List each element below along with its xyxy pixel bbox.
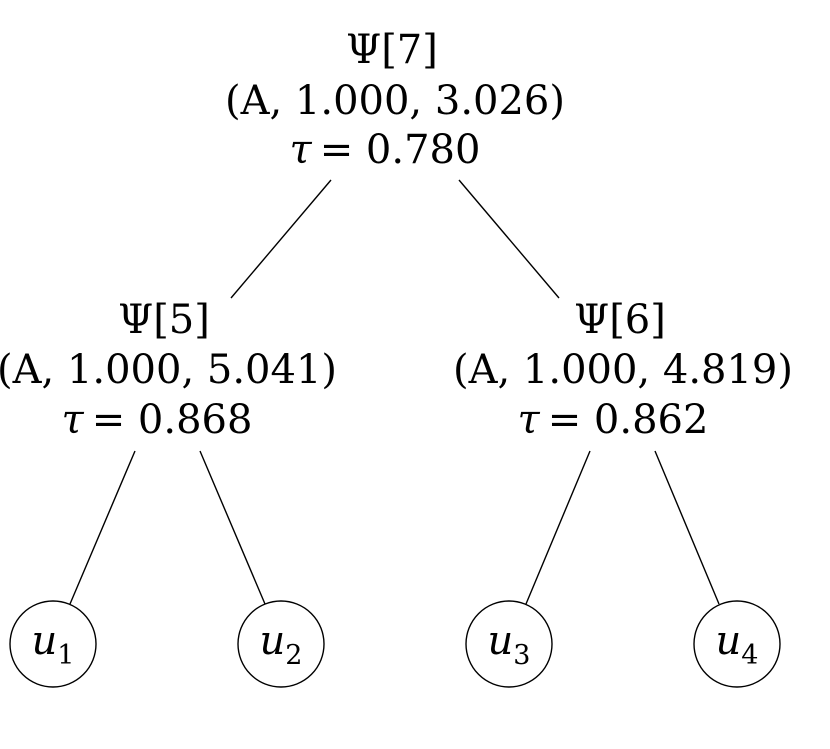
leaf-u1: u1 bbox=[9, 600, 97, 688]
leaf-var: u bbox=[260, 618, 286, 664]
leaf-index: 1 bbox=[57, 640, 74, 671]
leaf-circle bbox=[693, 600, 781, 688]
leaf-label: u1 bbox=[32, 618, 75, 671]
leaf-u3: u3 bbox=[465, 600, 553, 688]
node-right: Ψ[6] (A, 1.000, 4.819) τ= 0.862 bbox=[453, 297, 793, 443]
tau-value: = 0.862 bbox=[548, 397, 709, 443]
node-right-title: Ψ[6] bbox=[574, 297, 666, 343]
node-left-title: Ψ[5] bbox=[118, 297, 210, 343]
leaf-circle bbox=[237, 600, 325, 688]
leaf-index: 3 bbox=[513, 640, 530, 671]
tau-symbol: τ bbox=[290, 127, 313, 173]
node-left-tau: τ= 0.868 bbox=[62, 397, 253, 443]
node-root: Ψ[7] (A, 1.000, 3.026) τ= 0.780 bbox=[225, 27, 565, 173]
leaf-var: u bbox=[488, 618, 514, 664]
leaf-u2: u2 bbox=[237, 600, 325, 688]
leaf-u4: u4 bbox=[693, 600, 781, 688]
node-root-tau: τ= 0.780 bbox=[290, 127, 481, 173]
edges bbox=[69, 179, 720, 605]
node-left-tuple: (A, 1.000, 5.041) bbox=[0, 347, 337, 393]
tau-value: = 0.868 bbox=[92, 397, 253, 443]
tau-value: = 0.780 bbox=[320, 127, 481, 173]
leaf-circle bbox=[9, 600, 97, 688]
tau-symbol: τ bbox=[62, 397, 85, 443]
leaf-var: u bbox=[32, 618, 58, 664]
edge-left-u2 bbox=[199, 450, 266, 605]
node-root-tuple: (A, 1.000, 3.026) bbox=[225, 78, 565, 124]
edge-right-u3 bbox=[525, 450, 591, 605]
node-right-tuple: (A, 1.000, 4.819) bbox=[453, 347, 793, 393]
leaf-var: u bbox=[716, 618, 742, 664]
leaf-circle bbox=[465, 600, 553, 688]
edge-right-u4 bbox=[654, 450, 720, 605]
node-root-title: Ψ[7] bbox=[346, 27, 438, 73]
leaf-label: u3 bbox=[488, 618, 531, 671]
edge-root-left bbox=[230, 179, 332, 299]
leaf-label: u2 bbox=[260, 618, 303, 671]
tau-symbol: τ bbox=[518, 397, 541, 443]
leaf-label: u4 bbox=[716, 618, 759, 671]
leaf-index: 2 bbox=[285, 640, 302, 671]
node-right-tau: τ= 0.862 bbox=[518, 397, 709, 443]
node-left: Ψ[5] (A, 1.000, 5.041) τ= 0.868 bbox=[0, 297, 337, 443]
edge-left-u1 bbox=[69, 450, 136, 605]
edge-root-right bbox=[458, 179, 560, 299]
leaf-index: 4 bbox=[741, 640, 758, 671]
